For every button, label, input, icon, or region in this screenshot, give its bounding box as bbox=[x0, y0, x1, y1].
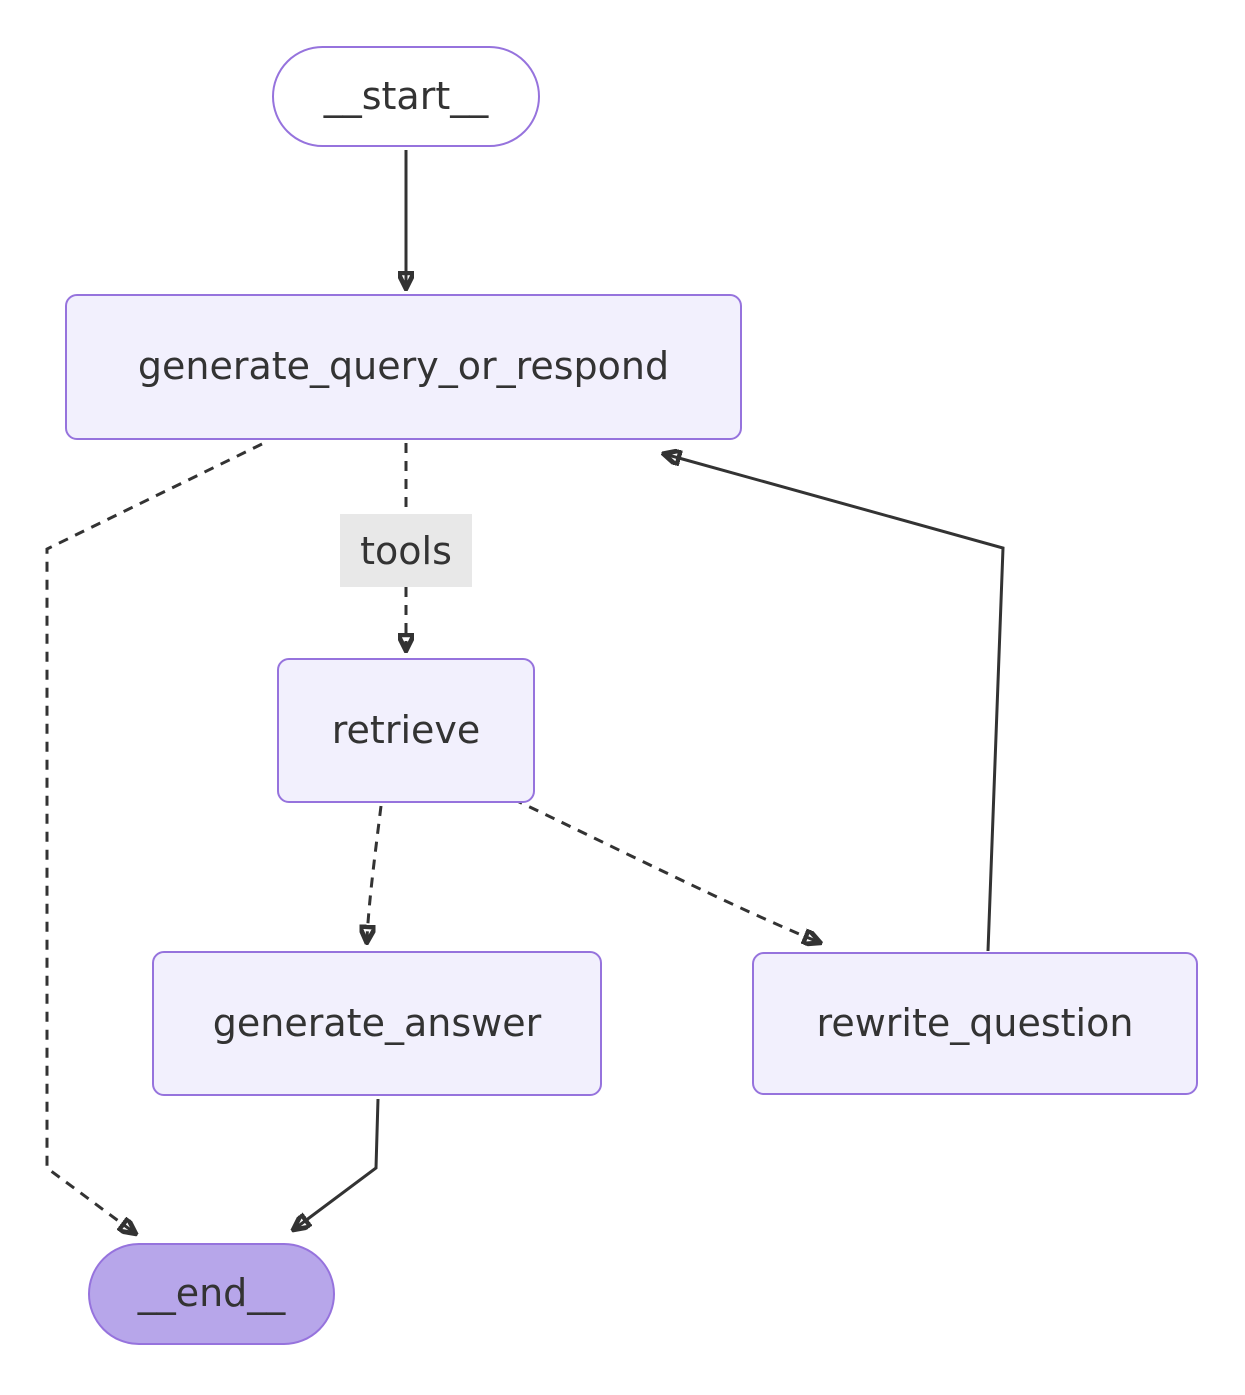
node-retrieve-label: retrieve bbox=[331, 707, 481, 752]
node-retrieve: retrieve bbox=[277, 658, 535, 803]
edge-label-tools-text: tools bbox=[360, 528, 452, 573]
node-generate-query-or-respond-label: generate_query_or_respond bbox=[137, 344, 670, 389]
edge-retrieve-to-generate-answer bbox=[367, 805, 383, 938]
node-end: __end__ bbox=[88, 1243, 335, 1345]
edge-generate-query-or-respond-to-end bbox=[45, 442, 263, 1231]
node-generate-answer: generate_answer bbox=[152, 951, 602, 1096]
edge-retrieve-to-rewrite-question bbox=[512, 797, 816, 941]
node-start-label: __start__ bbox=[323, 73, 489, 118]
edge-label-tools: tools bbox=[340, 514, 472, 587]
node-rewrite-question: rewrite_question bbox=[752, 952, 1198, 1095]
node-start: __start__ bbox=[272, 46, 540, 147]
node-generate-query-or-respond: generate_query_or_respond bbox=[65, 294, 742, 440]
edge-generate-answer-to-end bbox=[297, 1098, 380, 1227]
node-rewrite-question-label: rewrite_question bbox=[816, 1000, 1134, 1045]
node-generate-answer-label: generate_answer bbox=[212, 1000, 542, 1045]
node-end-label: __end__ bbox=[137, 1271, 286, 1316]
edge-rewrite-question-to-generate-query-or-respond bbox=[668, 455, 1005, 952]
